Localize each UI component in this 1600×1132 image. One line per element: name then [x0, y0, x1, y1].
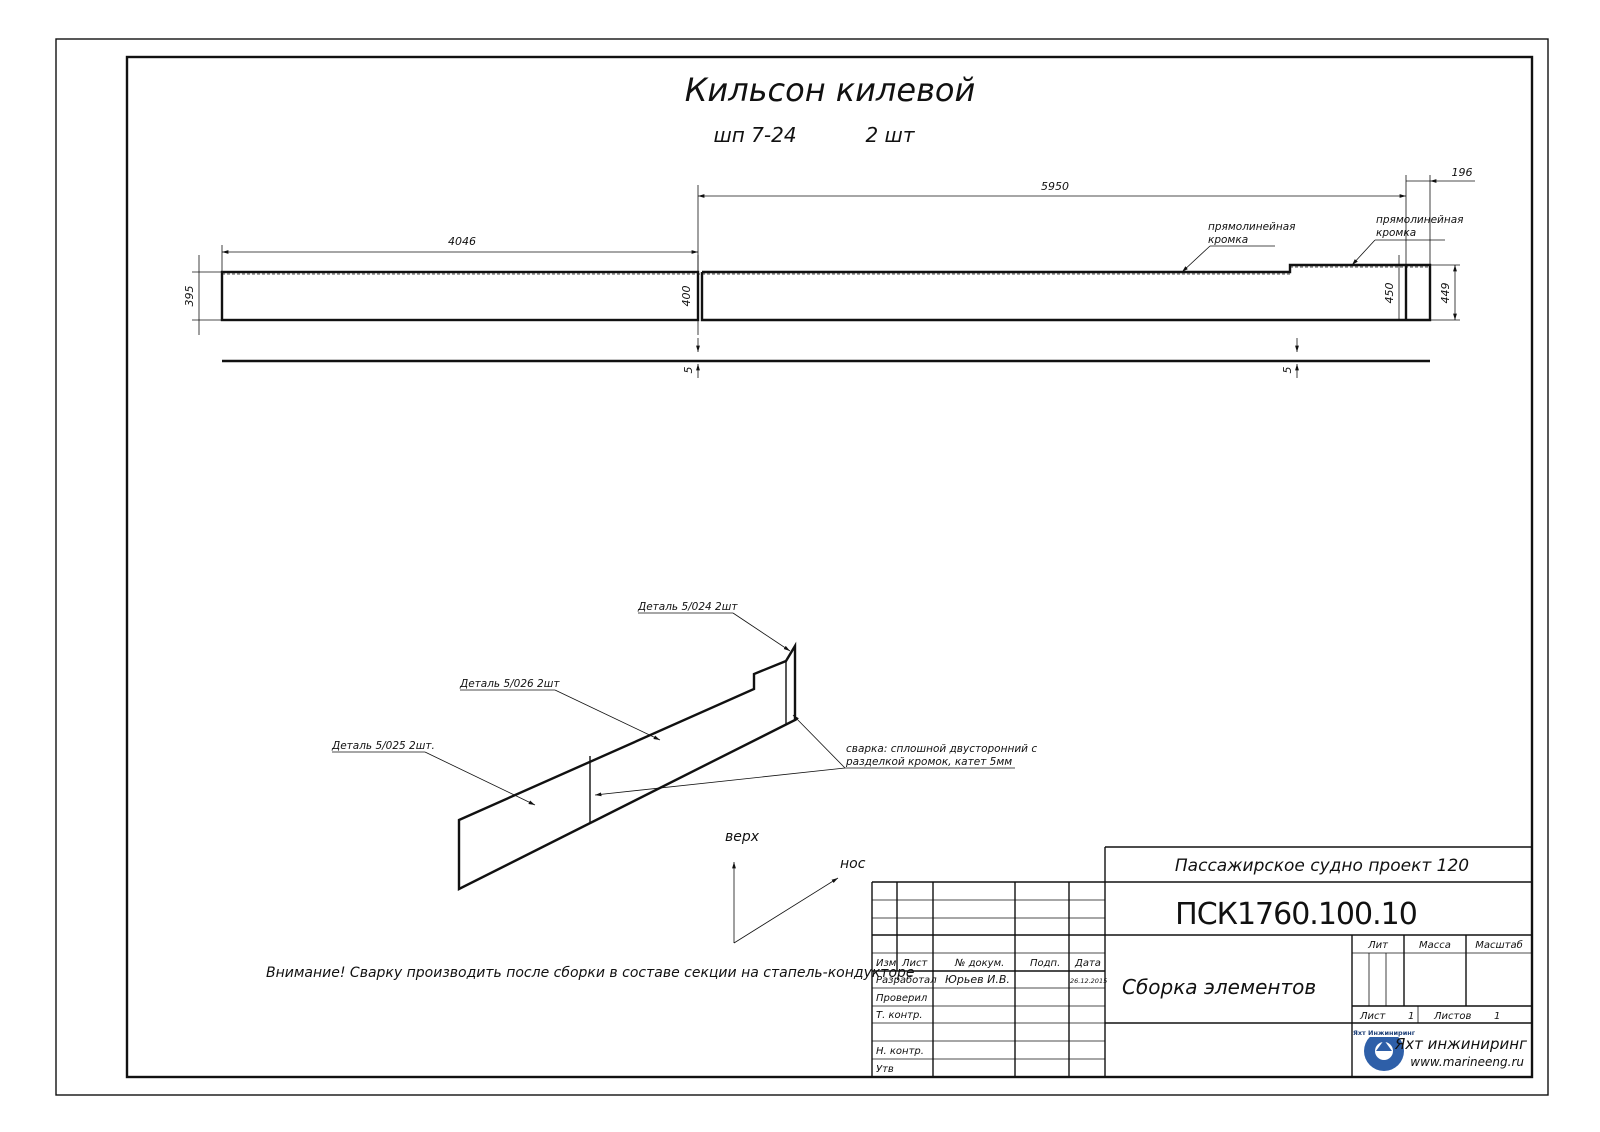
dimensions: 4046 5950 196 395 400 450 449 5 5	[183, 166, 1475, 378]
isometric-assembly	[457, 641, 797, 891]
company-name: Яхт инжиниринг	[1394, 1035, 1527, 1053]
inner-frame	[125, 55, 1534, 1079]
outer-frame	[55, 38, 1549, 1096]
callout-straight-edge-2: прямолинейная кромка	[1351, 214, 1464, 266]
callout-part-026: Деталь 5/026 2шт	[459, 678, 661, 741]
warning-note: Внимание! Сварку производить после сборк…	[266, 965, 915, 981]
svg-text:прямолинейная: прямолинейная	[1376, 214, 1464, 226]
svg-text:Изм: Изм	[876, 958, 897, 969]
orientation-axes: верх нос	[725, 829, 866, 944]
dim-5950: 5950	[1041, 180, 1069, 193]
callout-part-025: Деталь 5/025 2шт.	[331, 740, 536, 806]
svg-text:Утв: Утв	[876, 1064, 894, 1075]
dim-5-left: 5	[682, 367, 695, 374]
svg-text:Дата: Дата	[1074, 958, 1101, 969]
callout-weld: сварка: сплошной двусторонний с разделко…	[594, 714, 1037, 797]
axis-bow-label: нос	[840, 856, 866, 872]
svg-text:разделкой кромок, катет 5мм: разделкой кромок, катет 5мм	[845, 756, 1012, 768]
project-name: Пассажирское судно проект 120	[1175, 856, 1469, 876]
svg-text:1: 1	[1494, 1011, 1500, 1022]
title-block: Пассажирское судно проект 120 ПСК1760.10…	[871, 846, 1532, 1077]
svg-text:Яхт Инжиниринг: Яхт Инжиниринг	[1353, 1029, 1416, 1037]
svg-text:кромка: кромка	[1208, 234, 1248, 246]
frames-label: шп 7-24	[713, 123, 796, 147]
drawing-name: Сборка элементов	[1122, 975, 1316, 999]
svg-text:Т. контр.: Т. контр.	[876, 1010, 923, 1021]
svg-text:Проверил: Проверил	[876, 993, 928, 1004]
dim-450: 450	[1383, 283, 1396, 304]
callout-straight-edge-1: прямолинейная кромка	[1181, 221, 1296, 273]
keelson-side-view	[220, 263, 1432, 363]
svg-text:Лит: Лит	[1367, 940, 1389, 951]
svg-text:Лист: Лист	[1359, 1011, 1387, 1022]
dim-395: 395	[183, 286, 196, 307]
svg-text:Деталь 5/025 2шт.: Деталь 5/025 2шт.	[331, 740, 435, 752]
svg-text:Разработал: Разработал	[876, 974, 937, 986]
svg-text:Деталь 5/024 2шт: Деталь 5/024 2шт	[637, 601, 738, 613]
svg-text:Подп.: Подп.	[1030, 958, 1060, 969]
svg-text:Лист: Лист	[901, 958, 929, 969]
dim-449: 449	[1439, 283, 1452, 304]
svg-text:кромка: кромка	[1376, 227, 1416, 239]
svg-text:Деталь 5/026 2шт: Деталь 5/026 2шт	[459, 678, 560, 690]
svg-text:Листов: Листов	[1433, 1011, 1471, 1022]
developer-date: 26.12.2015	[1070, 977, 1107, 985]
dim-5-right: 5	[1281, 367, 1294, 374]
axis-up-label: верх	[725, 829, 760, 845]
developer-name: Юрьев И.В.	[945, 973, 1010, 986]
plate-left	[220, 270, 700, 322]
dim-400: 400	[680, 286, 693, 307]
plate-right	[700, 263, 1432, 322]
quantity-label: 2 шт	[865, 123, 915, 147]
assembly-outline	[457, 641, 797, 891]
svg-text:прямолинейная: прямолинейная	[1208, 221, 1296, 233]
svg-text:Масса: Масса	[1419, 940, 1451, 951]
svg-text:Масштаб: Масштаб	[1475, 939, 1523, 951]
company-site: www.marineeng.ru	[1410, 1055, 1524, 1069]
dim-4046: 4046	[448, 235, 476, 248]
callout-part-024: Деталь 5/024 2шт	[637, 601, 791, 652]
svg-text:№ докум.: № докум.	[954, 958, 1004, 969]
dim-196: 196	[1452, 166, 1473, 179]
drawing-code: ПСК1760.100.10	[1175, 897, 1417, 932]
svg-text:сварка: сплошной двусторонний: сварка: сплошной двусторонний с	[846, 743, 1037, 755]
company-logo: Яхт Инжиниринг	[1353, 1029, 1416, 1071]
drawing-title: Кильсон килевой	[685, 71, 976, 109]
svg-text:1: 1	[1408, 1011, 1414, 1022]
svg-text:Н. контр.: Н. контр.	[876, 1046, 924, 1057]
